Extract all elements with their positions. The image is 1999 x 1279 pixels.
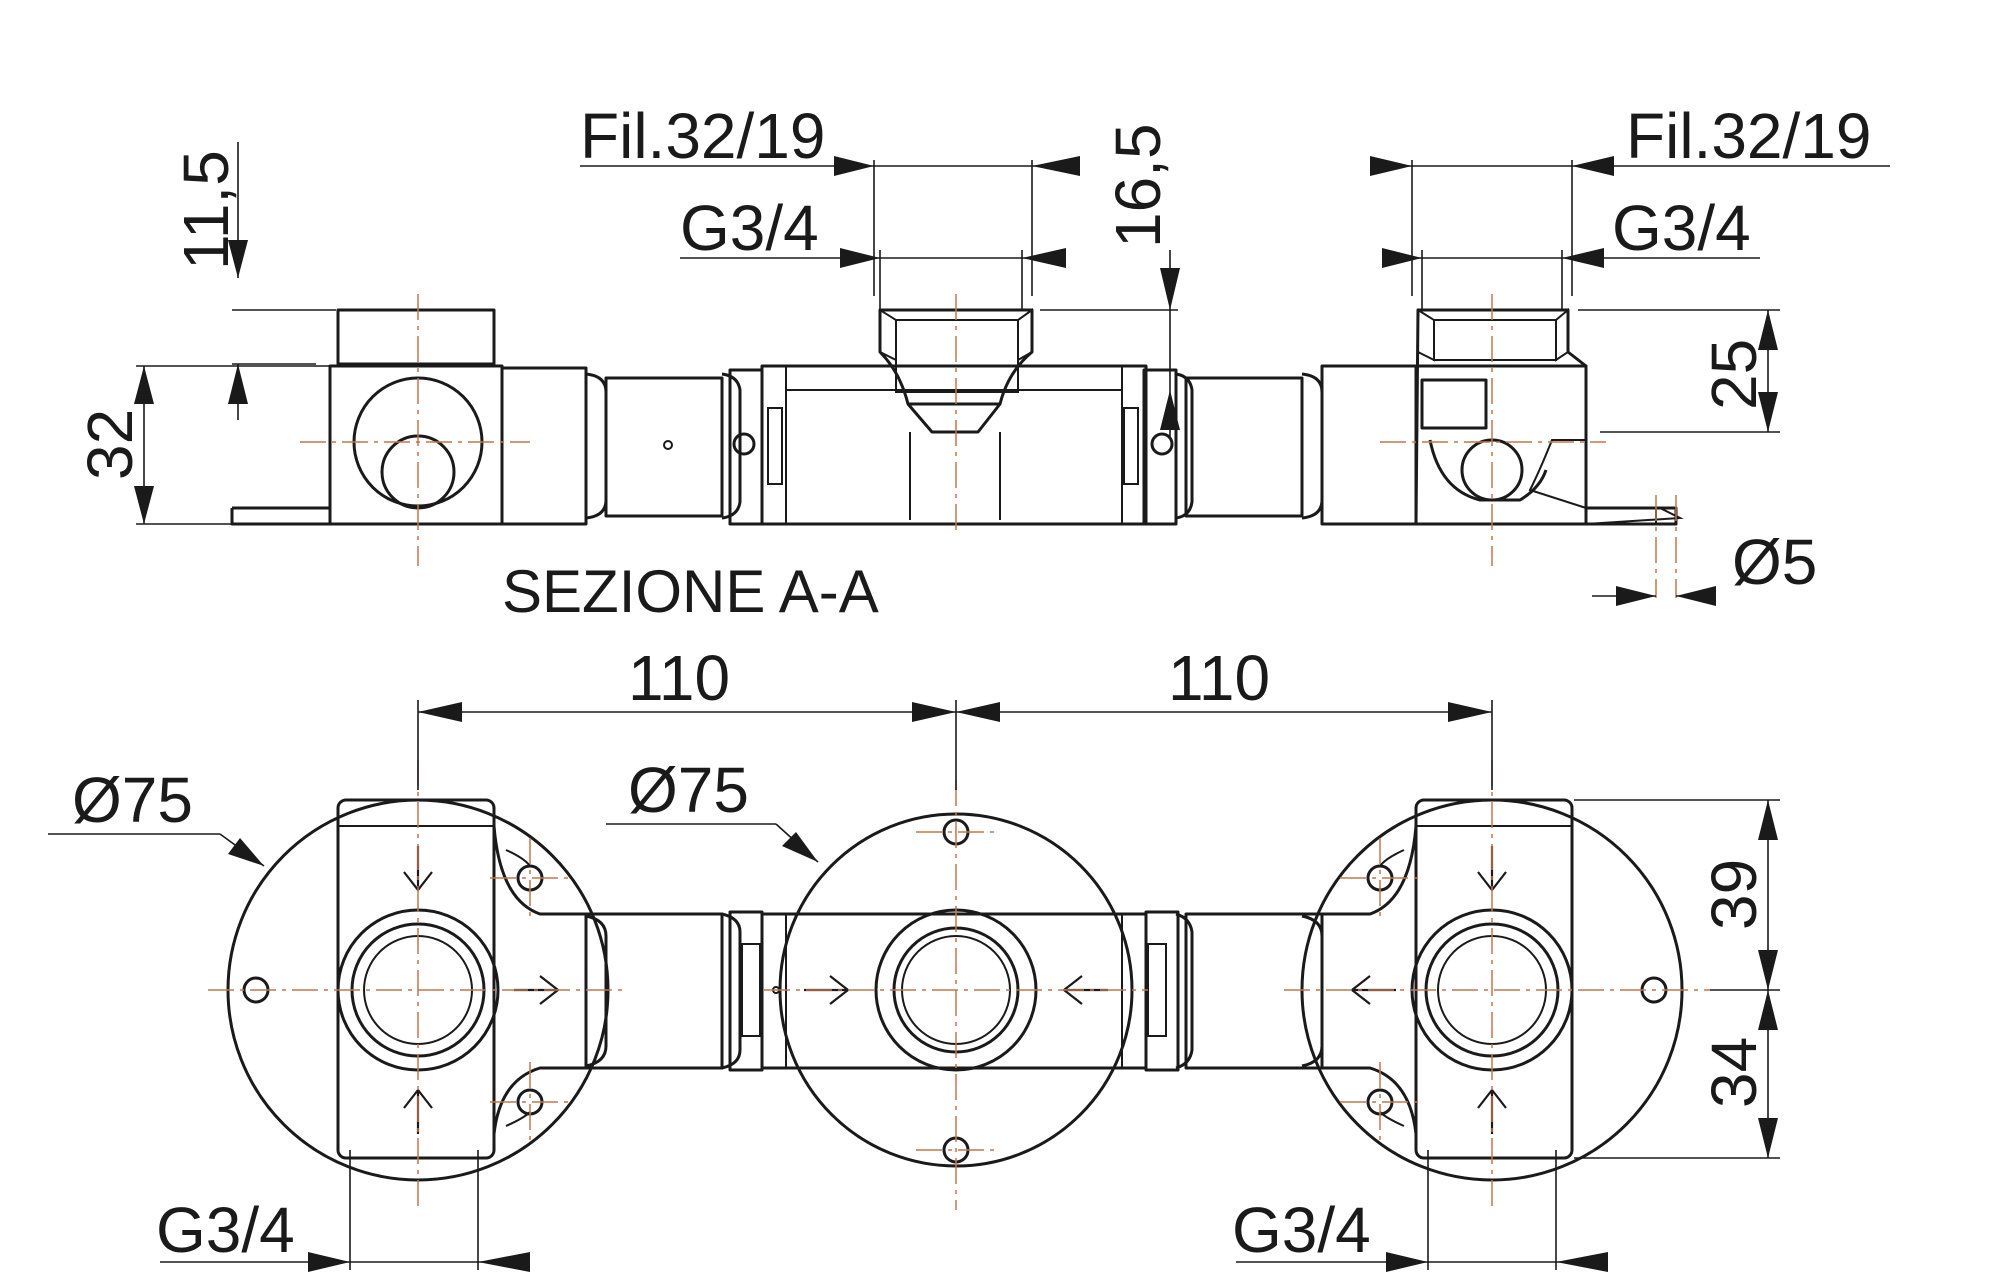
dim-11-5: 11,5 <box>170 150 242 270</box>
dim-g34-bottom-right: G3/4 <box>1232 1194 1371 1266</box>
dim-g34-left: G3/4 <box>680 192 819 264</box>
dim-flange-left: Ø75 <box>72 764 193 836</box>
section-labels: SEZIONE A-A Fil.32/19 G3/4 11,5 32 16,5 … <box>74 100 1871 625</box>
plan-centerlines <box>208 760 1710 1210</box>
plan-labels: 110 110 Ø75 Ø75 39 34 G3/4 G3/4 <box>72 642 1770 1266</box>
dim-34: 34 <box>1698 1037 1770 1108</box>
dim-fil-left: Fil.32/19 <box>580 100 825 172</box>
section-view: SEZIONE A-A Fil.32/19 G3/4 11,5 32 16,5 … <box>74 100 1890 625</box>
dim-110-left: 110 <box>628 642 730 714</box>
section-dimensions <box>134 142 1890 606</box>
section-right-body <box>1320 307 1684 526</box>
plan-view: 110 110 Ø75 Ø75 39 34 G3/4 G3/4 <box>48 642 1780 1272</box>
dim-fil-right: Fil.32/19 <box>1626 100 1871 172</box>
dim-g34-right: G3/4 <box>1612 192 1751 264</box>
dim-110-right: 110 <box>1168 642 1270 714</box>
dim-32: 32 <box>74 409 146 480</box>
dim-39: 39 <box>1698 859 1770 930</box>
section-left-body <box>230 308 783 526</box>
dim-16-5: 16,5 <box>1102 123 1174 248</box>
dim-25: 25 <box>1698 339 1770 410</box>
section-title: SEZIONE A-A <box>502 558 879 625</box>
dim-hole-dia: Ø5 <box>1732 526 1817 598</box>
plan-dimensions <box>48 700 1780 1272</box>
dim-g34-bottom-left: G3/4 <box>156 1194 295 1266</box>
section-centerlines <box>300 294 1677 598</box>
dim-flange-center: Ø75 <box>628 754 749 826</box>
section-center-body <box>760 308 1324 526</box>
